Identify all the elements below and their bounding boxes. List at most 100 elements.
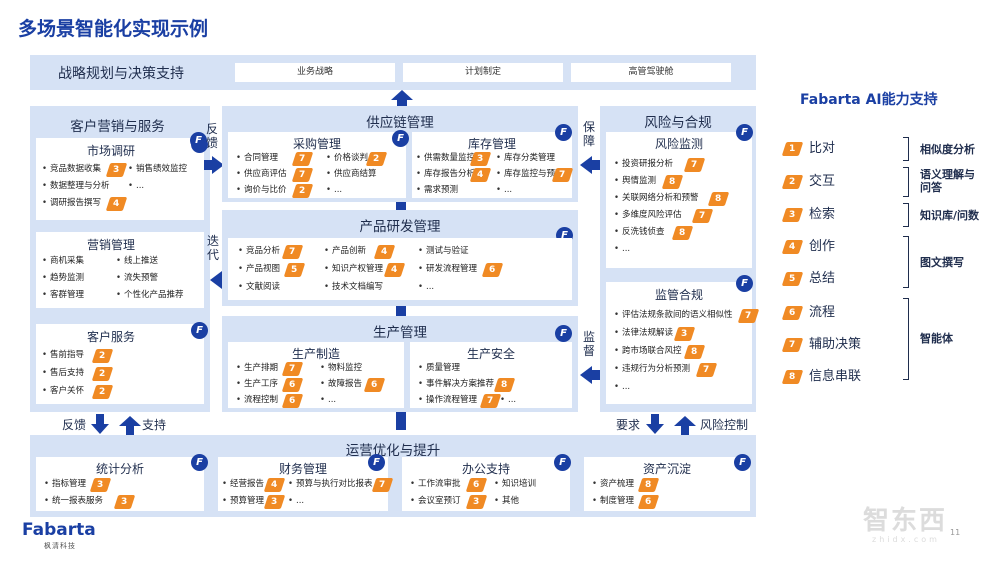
list-item: 库存分类管理 bbox=[496, 151, 555, 165]
market-research-card: 市场调研 F 竞品数据收集 3 销售绩效监控 数据整理与分析 ... 调研报告撰… bbox=[36, 136, 208, 220]
list-item: 数据整理与分析 bbox=[42, 179, 110, 193]
list-item: 库存监控与预警 bbox=[496, 167, 564, 181]
edge-label-feedback: 反馈 bbox=[206, 122, 219, 150]
list-item: ... bbox=[288, 494, 304, 508]
edge-label-iterate: 迭代 bbox=[207, 234, 220, 262]
card-title: 采购管理 bbox=[292, 137, 341, 151]
section-title: 客户营销与服务 bbox=[70, 119, 165, 135]
logo-subtitle: 枫清科技 bbox=[44, 542, 76, 550]
capability-badge: 4 bbox=[263, 478, 286, 492]
fabarta-icon: F bbox=[368, 454, 385, 471]
compliance-card: 监管合规 评估法规条款间的语义相似性 7 法律法规解读 3 跨市场联合风控 8 … bbox=[606, 282, 760, 404]
ai-panel-title: Fabarta AI能力支持 bbox=[800, 92, 938, 108]
list-item: 违规行为分析预测 bbox=[614, 362, 690, 376]
right-arrow-icon bbox=[212, 156, 224, 174]
list-item: 需求预测 bbox=[416, 183, 458, 197]
list-item: ... bbox=[496, 183, 512, 197]
list-item: 个性化产品推荐 bbox=[116, 288, 184, 302]
capability-badge: 2 bbox=[291, 184, 314, 198]
section-title: 供应链管理 bbox=[366, 115, 434, 131]
list-item: ... bbox=[320, 393, 336, 407]
list-item: 商机采集 bbox=[42, 254, 84, 268]
capability-badge: 8 bbox=[661, 175, 684, 189]
list-item: ... bbox=[326, 183, 342, 197]
capability-badge: 2 bbox=[365, 152, 388, 166]
office-card: 办公支持 F 工作流审批 6 知识培训 会议室预订 3 其他 bbox=[402, 454, 571, 511]
section-title: 生产管理 bbox=[373, 325, 427, 341]
left-arrow-icon bbox=[210, 271, 222, 289]
list-item: 会议室预订 bbox=[410, 494, 461, 508]
card-title: 库存管理 bbox=[467, 137, 516, 151]
capability-badge: 2 bbox=[91, 367, 114, 381]
list-item: 故障报告 bbox=[320, 377, 362, 391]
card-title: 生产制造 bbox=[291, 347, 340, 361]
card-title: 财务管理 bbox=[278, 462, 327, 476]
fabarta-icon: F bbox=[191, 322, 208, 339]
section-title: 运营优化与提升 bbox=[345, 443, 441, 459]
list-item: 客户关怀 bbox=[42, 384, 84, 398]
capability-badge: 3 bbox=[465, 495, 488, 509]
list-item: 客群管理 bbox=[42, 288, 84, 302]
capability-badge: 7 bbox=[479, 394, 502, 408]
capability-badge: 2 bbox=[91, 385, 114, 399]
card-title: 营销管理 bbox=[86, 238, 135, 252]
left-arrow-icon bbox=[580, 156, 592, 174]
list-item: 销售绩效监控 bbox=[128, 162, 187, 176]
fabarta-icon: F bbox=[555, 124, 572, 141]
capability-badge: 3 bbox=[89, 478, 112, 492]
manufacturing-card: 生产制造 生产排期 7 物料监控 生产工序 6 故障报告 6 流程控制 6 ..… bbox=[228, 342, 404, 408]
list-item: 事件解决方案推荐 bbox=[418, 377, 494, 391]
list-item: 跨市场联合风控 bbox=[614, 344, 682, 358]
list-item: 调研报告撰写 bbox=[42, 196, 101, 210]
list-item: 产品创新 bbox=[324, 244, 366, 258]
customer-service-card: 客户服务 F 售前指导 2 售后支持 2 客户关怀 2 bbox=[36, 322, 208, 404]
list-item: 舆情监测 bbox=[614, 174, 656, 188]
card-title: 资产沉淀 bbox=[642, 462, 691, 476]
list-item: 关联网络分析和预警 bbox=[614, 191, 699, 205]
card-title: 市场调研 bbox=[86, 144, 135, 158]
list-item: 竞品分析 bbox=[238, 244, 280, 258]
fabarta-icon: F bbox=[734, 454, 751, 471]
list-item: 供需数量监控 bbox=[416, 151, 475, 165]
list-item: ... bbox=[614, 380, 630, 394]
left-arrow-icon bbox=[580, 366, 592, 384]
list-item: 工作流审批 bbox=[410, 477, 461, 491]
arrow-shaft bbox=[397, 100, 407, 106]
fabarta-icon: F bbox=[736, 275, 753, 292]
capability-badge: 7 bbox=[291, 152, 314, 166]
edge-label-require: 要求 bbox=[616, 418, 641, 432]
bracket bbox=[903, 203, 909, 227]
arrow-shaft bbox=[96, 414, 104, 424]
list-item: 售后支持 bbox=[42, 366, 84, 380]
list-item: 测试与验证 bbox=[418, 244, 469, 258]
category-label: 图文撰写 bbox=[920, 256, 964, 269]
card-title: 生产安全 bbox=[466, 347, 515, 361]
bracket bbox=[903, 298, 909, 380]
category-label: 相似度分析 bbox=[920, 143, 975, 156]
watermark-sub: zhidx.com bbox=[872, 535, 940, 544]
capability-badge: 8 bbox=[637, 478, 660, 492]
card-title: 监管合规 bbox=[654, 288, 703, 302]
list-item: 流失预警 bbox=[116, 271, 158, 285]
list-item: ... bbox=[614, 242, 630, 256]
edge-label-supervise: 监督 bbox=[583, 330, 596, 358]
list-item: 经营报告 bbox=[222, 477, 264, 491]
stats-card: 统计分析 F 指标管理 3 统一报表服务 3 bbox=[36, 454, 208, 511]
risk-section: 风险与合规 风险监测 投资研报分析 7 舆情监测 8 关联网络分析和预警 8 多… bbox=[600, 106, 760, 412]
fabarta-icon: F bbox=[392, 130, 409, 147]
capability-badge: 4 bbox=[105, 197, 128, 211]
risk-monitor-card: 风险监测 投资研报分析 7 舆情监测 8 关联网络分析和预警 8 多维度风险评估… bbox=[606, 132, 752, 268]
arrow-shaft bbox=[681, 426, 689, 435]
list-item: 其他 bbox=[494, 494, 519, 508]
capability-badge: 3 bbox=[469, 152, 492, 166]
list-item: 知识培训 bbox=[494, 477, 536, 491]
list-item: 研发流程管理 bbox=[418, 262, 477, 276]
fabarta-icon: F bbox=[555, 325, 572, 342]
capability-badge: 4 bbox=[383, 263, 406, 277]
category-label: 语义理解与问答 bbox=[920, 168, 975, 194]
list-item: 价格谈判 bbox=[326, 151, 368, 165]
strategy-pill: 计划制定 bbox=[403, 63, 563, 82]
capability-badge: 4 bbox=[373, 245, 396, 259]
marketing-card: 营销管理 商机采集 线上推送 趋势监测 流失预警 客群管理 个性化产品推荐 bbox=[36, 232, 204, 308]
